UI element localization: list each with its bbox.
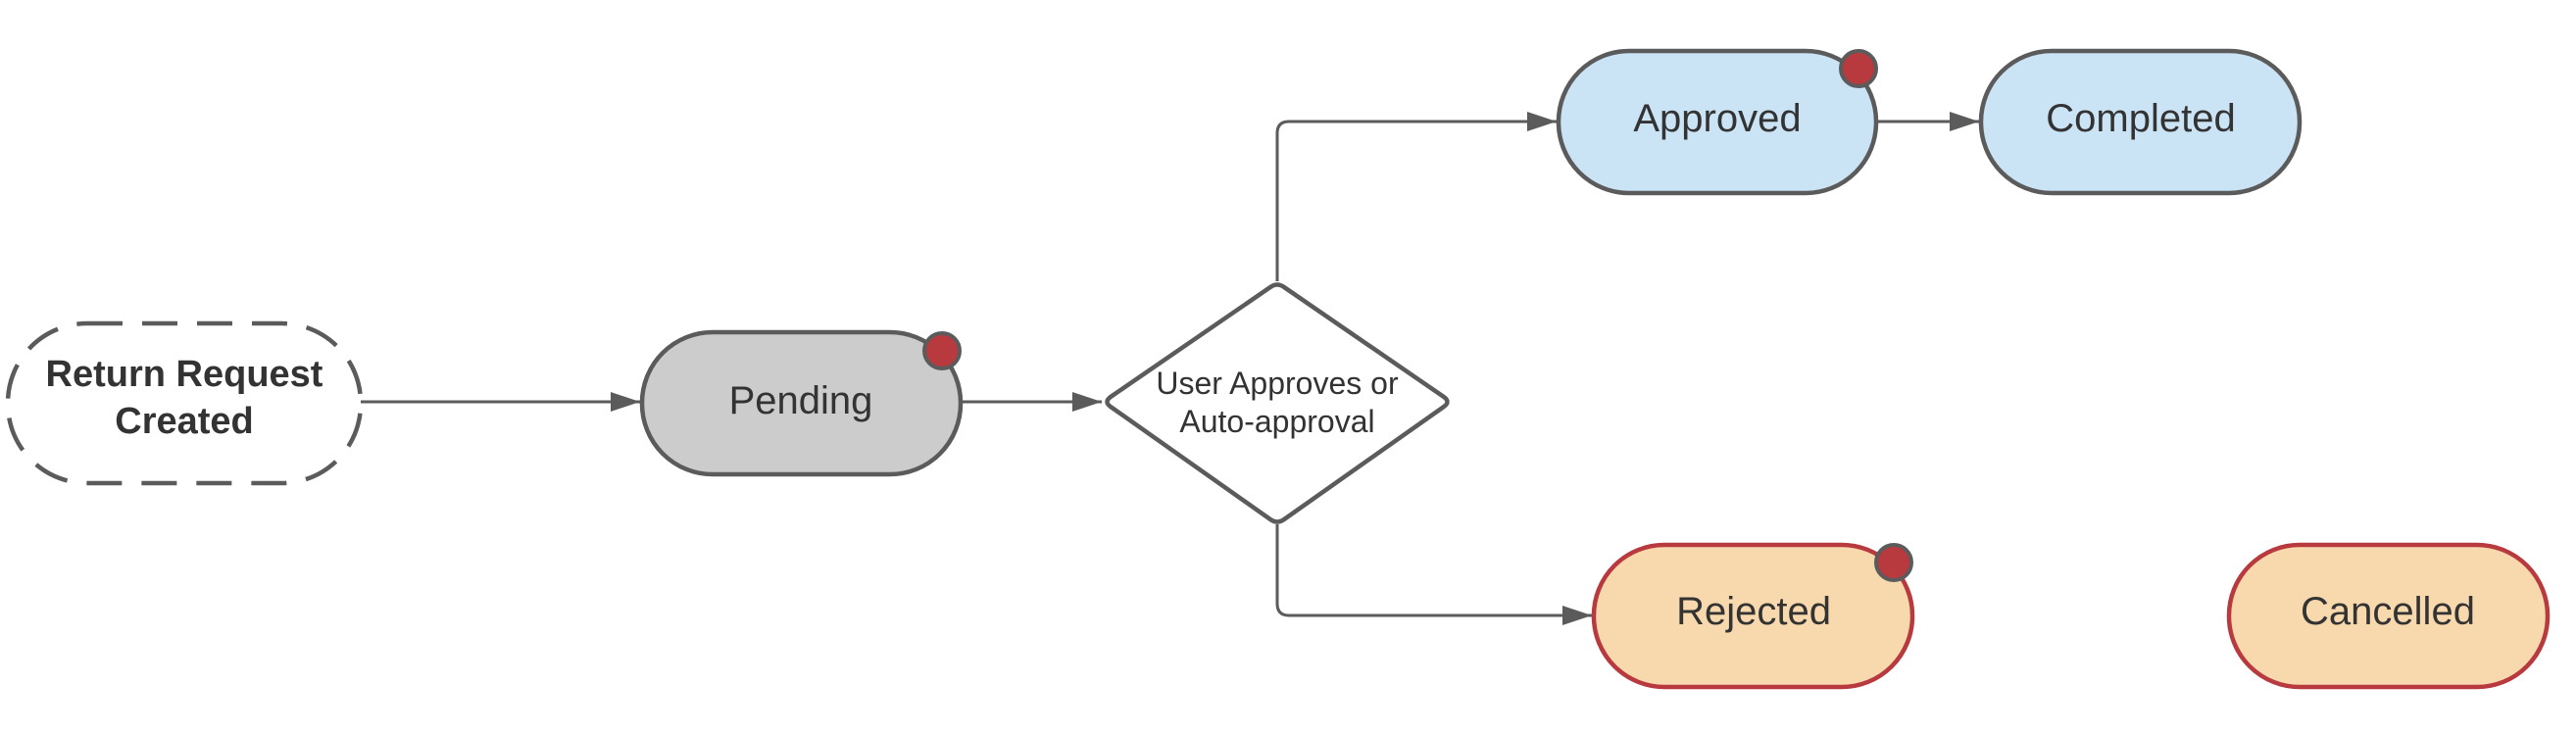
node-pending: Pending xyxy=(639,329,964,477)
node-rejected: Rejected xyxy=(1591,542,1915,690)
node-label: Completed xyxy=(2046,97,2235,140)
node-decision-user-approves: User Approves or Auto-approval xyxy=(1105,282,1450,524)
node-cancelled: Cancelled xyxy=(2226,542,2551,690)
edge-decision-to-rejected xyxy=(1275,524,1592,625)
node-approved: Approved xyxy=(1556,48,1879,196)
connectors xyxy=(361,112,1979,625)
node-label: Approved xyxy=(1633,97,1801,140)
node-label-line-1: Return Request xyxy=(46,354,323,395)
node-return-request-created: Return Request Created xyxy=(5,320,364,486)
node-completed: Completed xyxy=(1978,48,2303,196)
node-label-line-2: Created xyxy=(115,401,254,442)
node-label: Rejected xyxy=(1676,590,1831,633)
decision-label-line-1: User Approves or xyxy=(1156,366,1399,401)
node-label: Pending xyxy=(729,379,873,422)
edge-decision-to-approved xyxy=(1275,112,1557,281)
node-label: Cancelled xyxy=(2301,590,2475,633)
status-marker-dot xyxy=(1874,543,1913,582)
decision-label-line-2: Auto-approval xyxy=(1179,404,1374,439)
status-marker-dot xyxy=(1839,49,1878,88)
status-marker-dot xyxy=(922,331,962,370)
